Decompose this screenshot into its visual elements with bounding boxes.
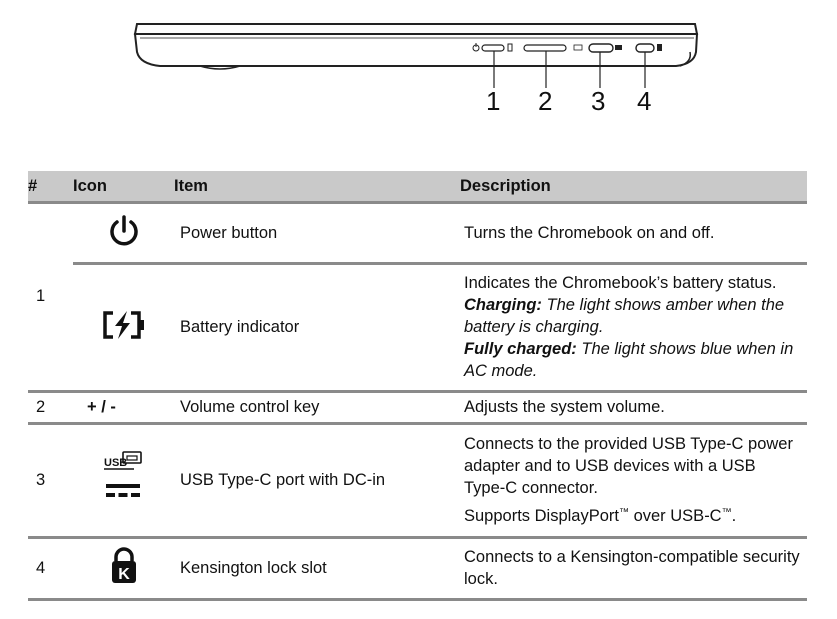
battery-charging-desc: Charging: The light shows amber when the…	[464, 294, 801, 338]
item-kensington-lock-slot: Kensington lock slot	[174, 537, 460, 601]
desc-kensington-lock-slot: Connects to a Kensington-compatible secu…	[460, 537, 807, 601]
desc-volume-control-key: Adjusts the system volume.	[460, 391, 807, 425]
charging-label: Charging:	[464, 296, 542, 315]
table-row: 2 + / - Volume control key Adjusts the s…	[28, 391, 807, 425]
table-header-row: # Icon Item Description	[28, 171, 807, 204]
item-usb-type-c-port: USB Type-C port with DC-in	[174, 423, 460, 539]
usb-icon-label: USB	[104, 457, 127, 469]
kensington-lock-icon: K	[73, 537, 174, 601]
usbc-over-text: over USB-C	[629, 507, 722, 525]
usbc-dp-text: Supports DisplayPort	[464, 507, 619, 525]
usbc-period: .	[731, 507, 737, 525]
item-power-button: Power button	[174, 202, 460, 265]
full-label: Fully charged:	[464, 340, 577, 359]
usbc-desc-line: Connects to the provided USB Type-C powe…	[464, 435, 793, 497]
item-volume-control-key: Volume control key	[174, 391, 460, 425]
battery-charging-icon	[73, 264, 174, 390]
laptop-side-diagram	[133, 23, 699, 88]
item-battery-indicator: Battery indicator	[180, 317, 300, 336]
header-num: #	[28, 171, 73, 204]
callout-3: 3	[591, 86, 606, 116]
battery-full-desc: Fully charged: The light shows blue when…	[464, 338, 801, 382]
row-num-1: 1	[28, 202, 73, 393]
full-text: The light shows blue when in AC mode.	[464, 340, 794, 381]
header-icon: Icon	[73, 171, 174, 204]
table-row: 4 K Kensington lock slot Connects to a K…	[28, 537, 807, 601]
desc-usb-type-c-port: Connects to the provided USB Type-C powe…	[460, 423, 807, 539]
desc-power-button: Turns the Chromebook on and off.	[460, 202, 807, 265]
callout-2: 2	[538, 86, 553, 116]
ports-table: # Icon Item Description 1 Power button T…	[28, 171, 807, 601]
tm-mark: ™	[721, 507, 732, 518]
row-num-2: 2	[28, 391, 73, 425]
kensington-icon-letter: K	[118, 566, 130, 583]
callout-1: 1	[486, 86, 501, 116]
callout-4: 4	[637, 86, 652, 116]
desc-battery-indicator: Indicates the Chromebook’s battery statu…	[460, 264, 807, 390]
table-row: 1 Power button Turns the Chromebook on a…	[28, 202, 807, 393]
usbc-displayport-line: Supports DisplayPort™ over USB-C™.	[464, 505, 801, 527]
row-num-3: 3	[28, 423, 73, 539]
volume-plus-minus-icon: + / -	[73, 391, 174, 425]
header-item: Item	[174, 171, 460, 204]
table-spacer	[28, 388, 807, 393]
table-row: Battery indicator Indicates the Chromebo…	[28, 264, 807, 390]
power-icon	[73, 202, 174, 265]
usb-c-dc-in-icon: USB	[73, 423, 174, 539]
charging-text: The light shows amber when the battery i…	[464, 296, 785, 337]
table-row: 3 USB USB Type-C port with DC-in Connect…	[28, 423, 807, 539]
header-description: Description	[460, 171, 807, 204]
row-num-4: 4	[28, 537, 73, 601]
battery-desc-line: Indicates the Chromebook’s battery statu…	[464, 274, 777, 293]
tm-mark: ™	[619, 507, 629, 518]
